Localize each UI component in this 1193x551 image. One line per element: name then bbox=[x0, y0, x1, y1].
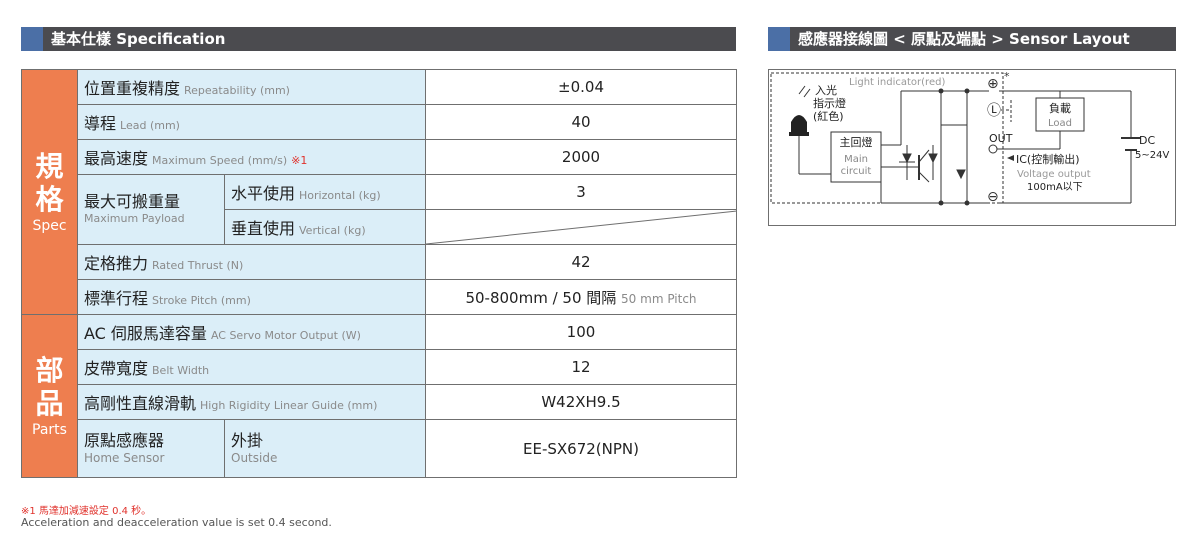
row-label-en: Belt Width bbox=[152, 364, 210, 377]
sub-label: 外掛 bbox=[231, 430, 264, 450]
row-value: 12 bbox=[425, 349, 737, 385]
row-label: 皮帶寬度 bbox=[84, 359, 149, 378]
spec-header: 基本仕樣 Specification bbox=[21, 27, 736, 51]
spec-section: 規格 Spec bbox=[21, 69, 78, 315]
spec-header-en: Specification bbox=[116, 30, 226, 48]
zener-diode-icon bbox=[956, 169, 966, 180]
row-label-en: Home Sensor bbox=[84, 450, 165, 465]
spec-header-zh: 基本仕樣 bbox=[51, 30, 112, 48]
led-icon bbox=[791, 115, 807, 132]
main-en2: circuit bbox=[841, 166, 872, 177]
current-label: 100mA以下 bbox=[1027, 182, 1083, 193]
empty-value-slash bbox=[425, 209, 737, 245]
row-label-en: High Rigidity Linear Guide (mm) bbox=[200, 399, 378, 412]
light-arrows-icon bbox=[798, 85, 811, 98]
red-zh: (紅色) bbox=[813, 109, 844, 123]
sensor-header-zh: 感應器接線圖 < 原點及端點 > bbox=[798, 30, 1004, 48]
row-value-sub: 50 mm Pitch bbox=[621, 291, 697, 306]
row-label-en: Rated Thrust (N) bbox=[152, 259, 244, 272]
row-label: 最高速度 bbox=[84, 149, 149, 168]
sub-label-en: Horizontal (kg) bbox=[299, 189, 381, 202]
out-label: OUT bbox=[989, 132, 1013, 145]
row-label-en: Repeatability (mm) bbox=[184, 84, 290, 97]
load-en: Load bbox=[1048, 118, 1072, 129]
sensor-header: 感應器接線圖 < 原點及端點 > Sensor Layout bbox=[768, 27, 1176, 51]
indicator-zh: 指示燈 bbox=[813, 96, 846, 110]
footnote-zh: ※1 馬達加減速設定 0.4 秒。 bbox=[21, 506, 152, 517]
row-value: 2000 bbox=[425, 139, 737, 175]
row-label: 位置重複精度 bbox=[84, 79, 181, 98]
light-indicator-label: Light indicator(red) bbox=[849, 77, 945, 88]
ic-label: IC(控制輸出) bbox=[1016, 152, 1080, 166]
row-value: 42 bbox=[425, 244, 737, 280]
row-value: 50-800mm / 50 間隔 bbox=[465, 288, 617, 307]
dc-label: DC bbox=[1139, 134, 1155, 147]
section-title: 部品 bbox=[35, 354, 64, 420]
incident-zh: 入光 bbox=[815, 83, 837, 97]
row-label: 最大可搬重量 bbox=[84, 191, 181, 211]
voltage-output-label: Voltage output bbox=[1017, 169, 1091, 180]
sub-label: 水平使用 bbox=[231, 184, 296, 203]
header-accent bbox=[21, 27, 43, 51]
transistor-lead bbox=[918, 149, 930, 163]
load-zh: 負載 bbox=[1049, 102, 1071, 115]
plus-terminal: ⊕ bbox=[987, 76, 999, 92]
row-label-en: Stroke Pitch (mm) bbox=[152, 294, 251, 307]
section-en: Spec bbox=[32, 218, 67, 234]
row-value: 100 bbox=[425, 314, 737, 350]
main-zh: 主回燈 bbox=[840, 135, 873, 149]
row-value: W42XH9.5 bbox=[425, 384, 737, 420]
row-label: 定格推力 bbox=[84, 254, 149, 273]
sensor-header-en: Sensor Layout bbox=[1009, 30, 1130, 48]
main-circuit-box bbox=[830, 131, 882, 183]
sensor-diagram: 主回燈 Main circuit 入光 指示燈 (紅色) Light indic… bbox=[768, 69, 1176, 226]
dc-range: 5~24V bbox=[1135, 150, 1169, 161]
out-terminal bbox=[988, 144, 998, 154]
diagonal-line bbox=[426, 210, 737, 245]
header-accent bbox=[768, 27, 790, 51]
row-label-en: Maximum Payload bbox=[84, 211, 185, 225]
sub-label: 垂直使用 bbox=[231, 219, 296, 238]
row-label: 高剛性直線滑軌 bbox=[84, 394, 197, 413]
circuit-svg: 主回燈 Main circuit 入光 指示燈 (紅色) Light indic… bbox=[770, 70, 1169, 206]
row-label-en: Maximum Speed (mm/s) bbox=[152, 154, 288, 167]
row-label-en: AC Servo Motor Output (W) bbox=[210, 329, 361, 342]
row-value: EE-SX672(NPN) bbox=[425, 419, 737, 478]
row-value: 40 bbox=[425, 104, 737, 140]
led-base bbox=[789, 132, 809, 136]
row-label-en: Lead (mm) bbox=[120, 119, 180, 132]
section-en: Parts bbox=[32, 422, 67, 438]
minus-terminal: ⊖ bbox=[987, 189, 999, 205]
row-label: 原點感應器 bbox=[84, 430, 165, 450]
row-label: 導程 bbox=[84, 114, 117, 133]
parts-section: 部品 Parts bbox=[21, 314, 78, 478]
footnote-marker: ※1 bbox=[291, 154, 308, 167]
sub-label-en: Vertical (kg) bbox=[299, 224, 366, 237]
transistor-lead bbox=[918, 171, 930, 183]
row-label: AC 伺服馬達容量 bbox=[84, 324, 207, 343]
star-mark: * bbox=[1004, 70, 1010, 83]
footnote-en: Acceleration and deacceleration value is… bbox=[21, 516, 332, 529]
arrow-icon bbox=[1007, 155, 1014, 161]
sub-label-en: Outside bbox=[231, 450, 278, 465]
row-value: 3 bbox=[425, 174, 737, 210]
section-title: 規格 bbox=[35, 150, 64, 216]
main-en1: Main bbox=[844, 154, 868, 165]
l-terminal: Ⓛ bbox=[987, 103, 1001, 119]
row-label: 標準行程 bbox=[84, 289, 149, 308]
row-value: ±0.04 bbox=[425, 69, 737, 105]
